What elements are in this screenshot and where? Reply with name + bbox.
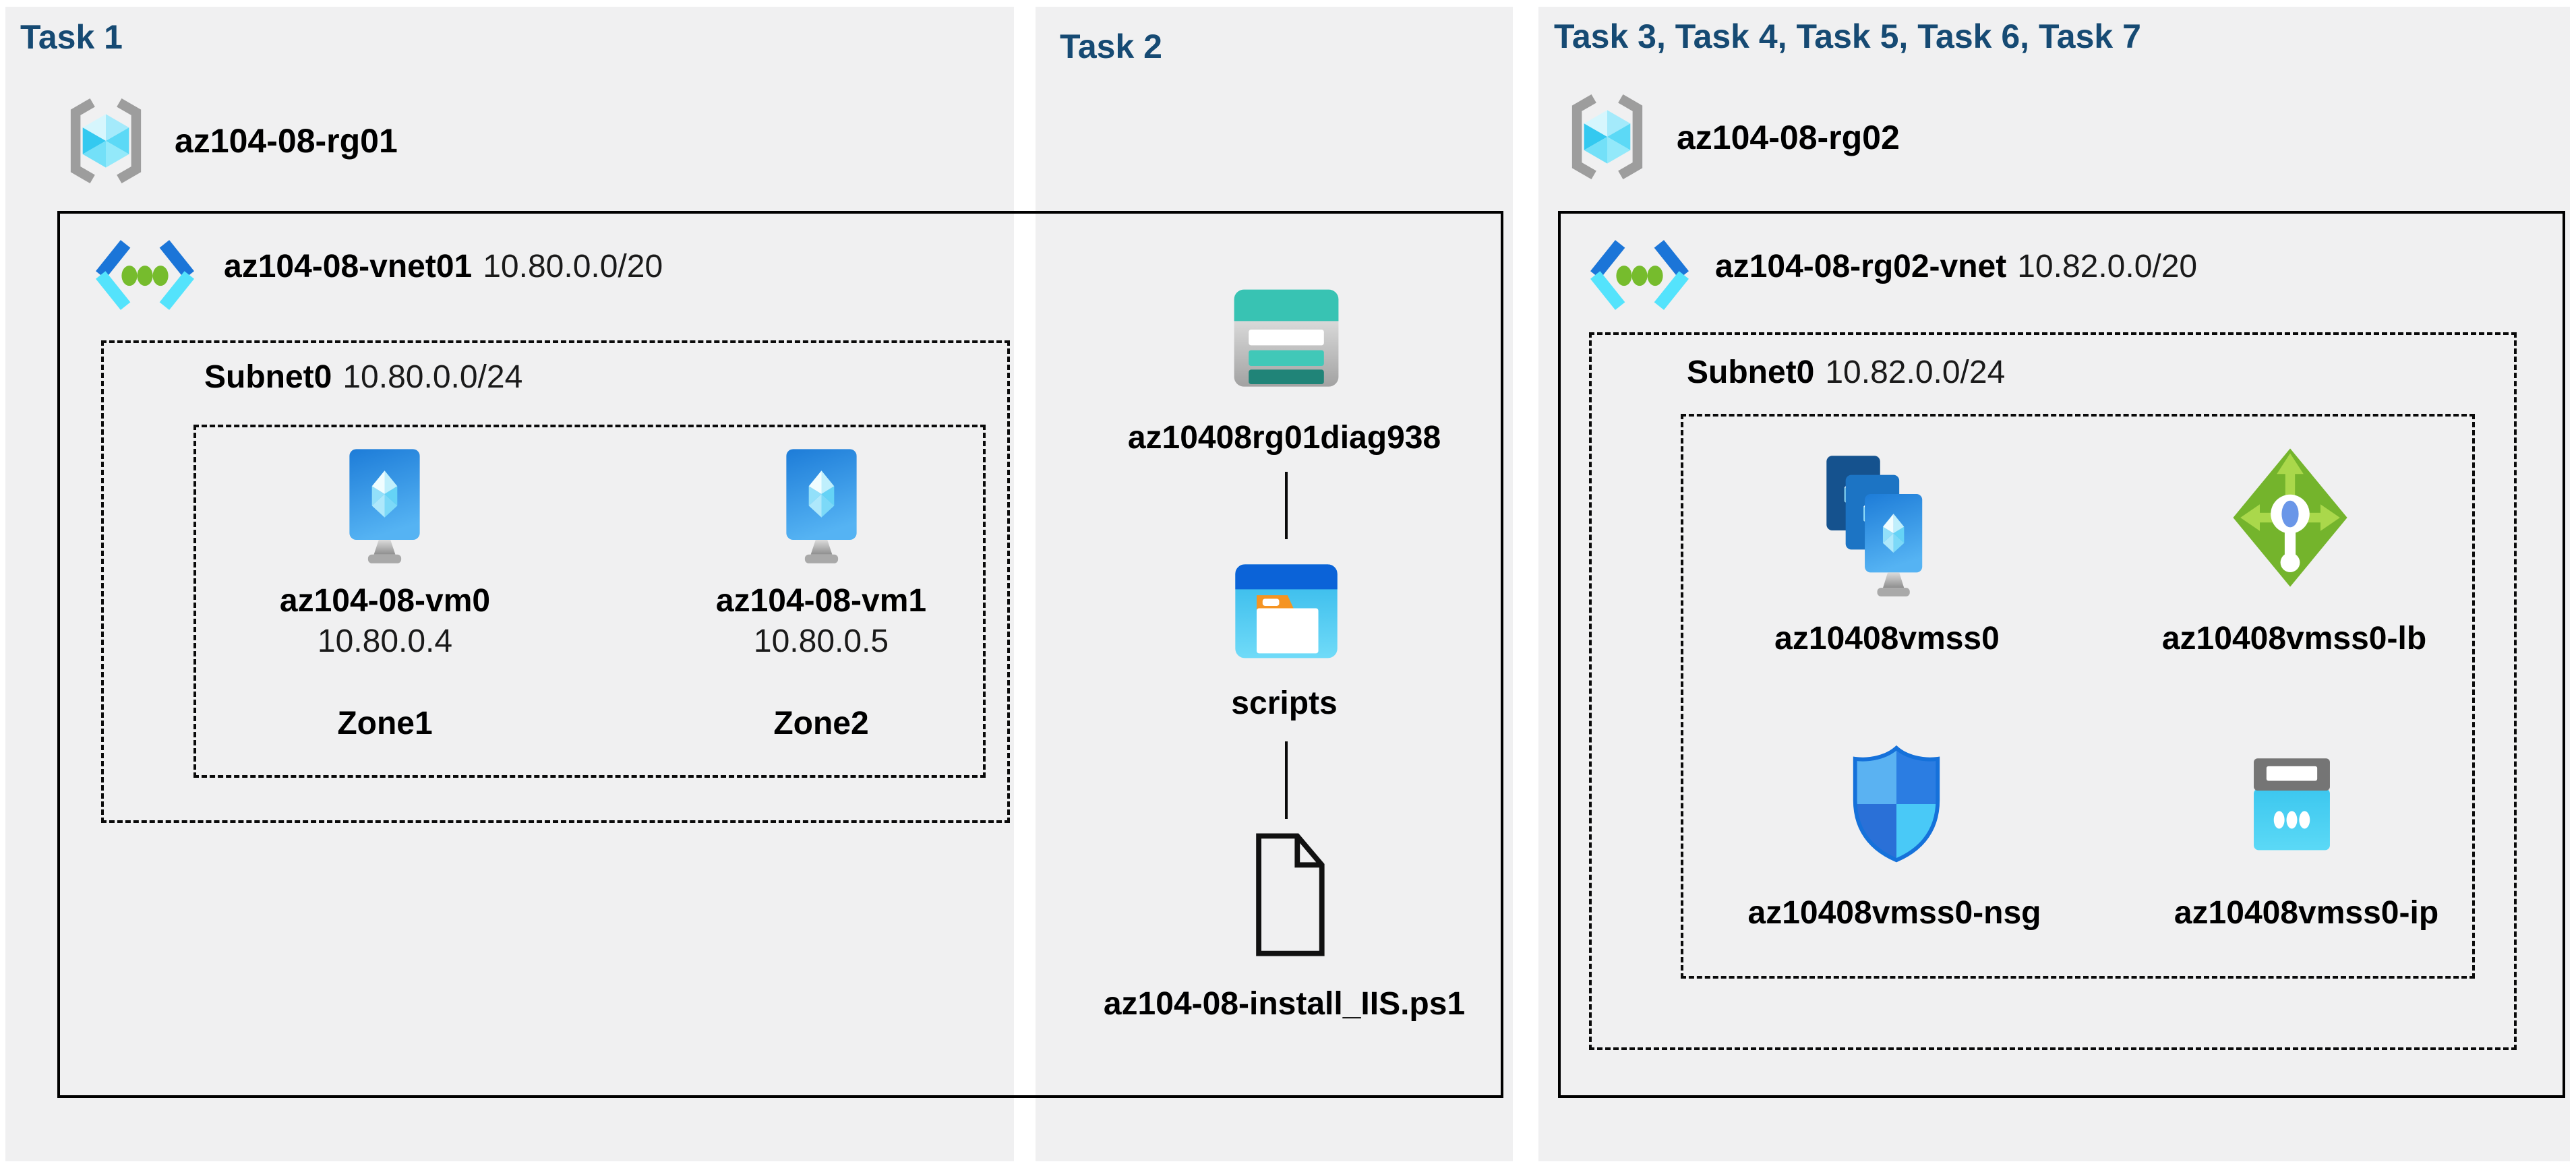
vm0-ip: 10.80.0.4: [317, 623, 453, 659]
task2-title: Task 2: [1060, 28, 1162, 65]
load-balancer-icon: [2229, 445, 2351, 590]
vnet1-cidr: 10.80.0.0/20: [483, 249, 663, 284]
connector-scripts-file: [1285, 741, 1288, 819]
subnet2-cidr: 10.82.0.0/24: [1825, 355, 2006, 390]
file-icon: [1244, 829, 1331, 960]
storage-account-name: az10408rg01diag938: [1127, 420, 1441, 456]
panel-task1: [5, 7, 1014, 1161]
vm1-ip: 10.80.0.5: [753, 623, 889, 659]
vm0-name: az104-08-vm0: [279, 583, 491, 619]
vmss-name: az10408vmss0: [1774, 621, 2000, 656]
public-ip-icon: [2243, 754, 2341, 856]
public-ip-name: az10408vmss0-ip: [2174, 895, 2439, 931]
nsg-icon: [1847, 744, 1946, 864]
virtual-machine-icon: [336, 446, 433, 568]
vnet2-box: [1558, 211, 2565, 1098]
resource-group-name: az104-08-rg01: [175, 122, 398, 160]
nsg-name: az10408vmss0-nsg: [1747, 895, 2041, 931]
resource-group2-name: az104-08-rg02: [1677, 119, 1900, 156]
vm1-zone: Zone2: [773, 706, 869, 741]
subnet1-label: Subnet0 10.80.0.0/24: [204, 359, 522, 396]
zones-box: [193, 425, 986, 778]
container-name: scripts: [1231, 685, 1338, 721]
subnet2-box: [1589, 332, 2517, 1050]
vnet1-box: [57, 211, 1503, 1098]
vnet2-cidr: 10.82.0.0/20: [2017, 249, 2198, 284]
subnet2-name: Subnet0: [1687, 355, 1815, 390]
subnet1-name: Subnet0: [204, 359, 332, 395]
vnet1-name: az104-08-vnet01: [224, 249, 473, 284]
vm0-zone: Zone1: [337, 706, 433, 741]
vnet1-label: az104-08-vnet01 10.80.0.0/20: [224, 248, 663, 285]
task1-title: Task 1: [20, 18, 123, 56]
resource-group-icon: [1563, 88, 1652, 186]
subnet2-label: Subnet0 10.82.0.0/24: [1687, 354, 2005, 391]
virtual-network-icon: [1589, 236, 1690, 314]
resource-group-icon: [61, 92, 150, 190]
task3-title: Task 3, Task 4, Task 5, Task 6, Task 7: [1554, 18, 2141, 55]
virtual-machine-icon: [773, 446, 870, 568]
virtual-network-icon: [94, 236, 196, 314]
storage-account-icon: [1226, 275, 1347, 396]
vnet2-name: az104-08-rg02-vnet: [1715, 249, 2007, 284]
vm1-name: az104-08-vm1: [715, 583, 927, 619]
lb-name: az10408vmss0-lb: [2161, 621, 2427, 656]
subnet1-cidr: 10.80.0.0/24: [342, 359, 523, 395]
panel-task3: [1538, 7, 2570, 1161]
file-share-folder-icon: [1227, 551, 1346, 670]
resources-box: [1681, 414, 2475, 979]
script-file-name: az104-08-install_IIS.ps1: [1103, 986, 1466, 1022]
subnet1-box: [101, 340, 1010, 823]
vnet2-label: az104-08-rg02-vnet 10.82.0.0/20: [1715, 248, 2197, 285]
vmss-icon: [1822, 453, 1951, 601]
connector-storage-scripts: [1285, 472, 1288, 539]
